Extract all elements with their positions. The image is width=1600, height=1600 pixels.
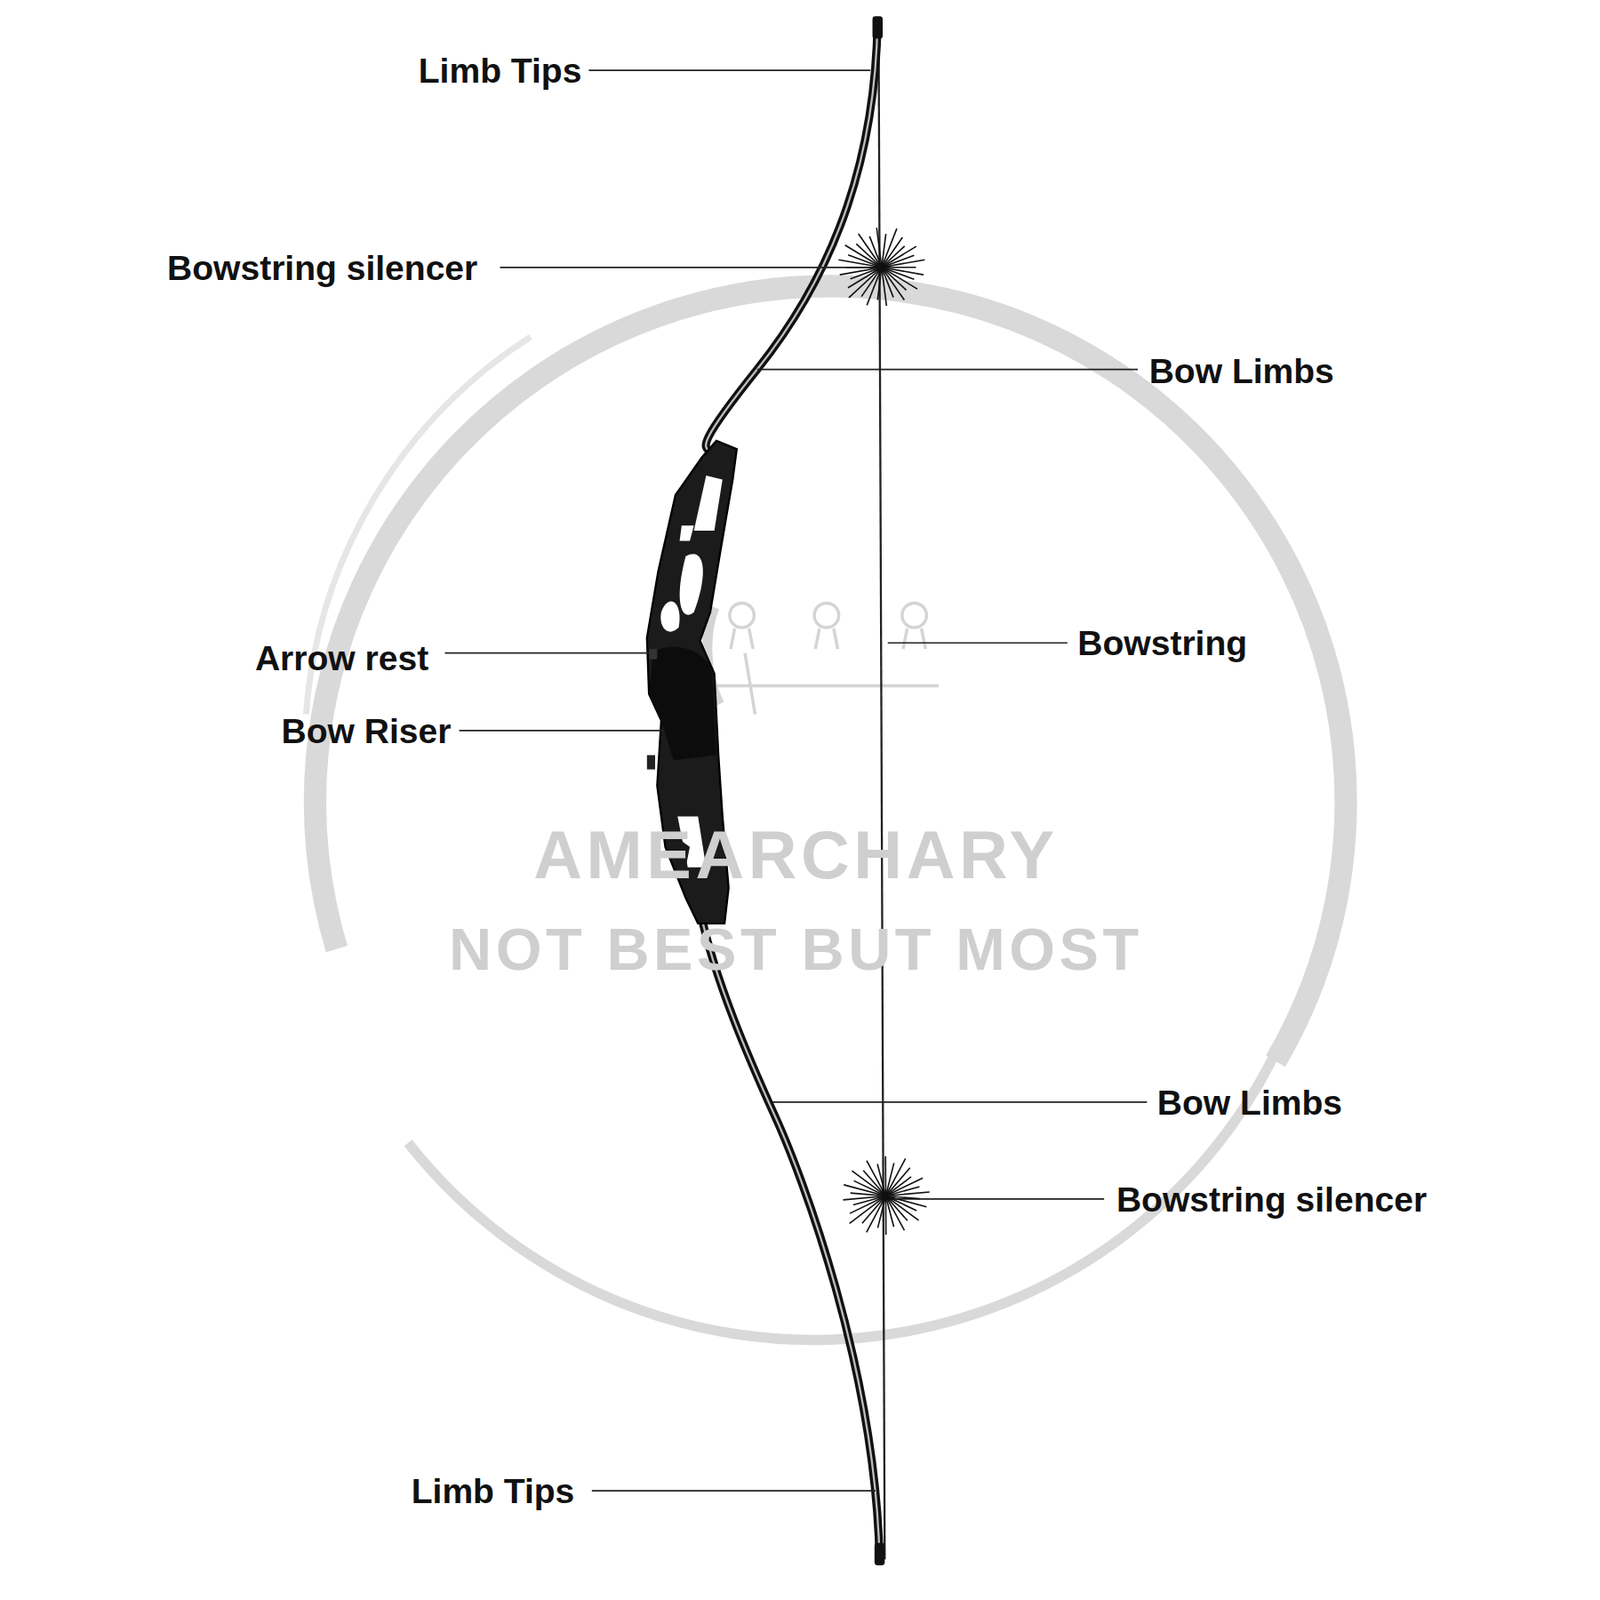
leader-line	[888, 641, 1068, 644]
lower-limb	[700, 910, 880, 1561]
watermark-icon	[707, 602, 940, 714]
part-label: Limb Tips	[411, 1473, 576, 1509]
bow-limbs	[700, 16, 886, 1566]
lower-limb-edge	[700, 910, 880, 1561]
leader-line	[500, 266, 880, 269]
silencer-fiber	[885, 1195, 904, 1231]
upper-limb	[705, 20, 878, 462]
ring-arc	[315, 286, 1346, 1062]
target-stand	[730, 628, 926, 649]
part-label: Bow Limbs	[1157, 1084, 1343, 1120]
watermark: AMEARCHARY	[533, 821, 1058, 889]
part-label: Limb Tips	[418, 53, 583, 88]
silencer-fiber	[885, 1195, 888, 1235]
silencer-fiber	[884, 1156, 887, 1197]
arrow-rest	[648, 648, 657, 659]
watermark: NOT BEST BUT MOST	[448, 919, 1144, 979]
part-label: Arrow rest	[255, 640, 429, 676]
leader-lines	[445, 70, 1148, 1491]
silencer-fiber	[877, 1164, 886, 1197]
silencer-fiber	[885, 1195, 894, 1227]
part-label: Bow Riser	[281, 712, 452, 748]
silencer-fiber	[881, 267, 887, 306]
leader-line	[592, 1489, 876, 1492]
silencer-fiber	[856, 243, 882, 267]
leader-line	[772, 1101, 1147, 1104]
riser-bushing	[647, 755, 656, 770]
leader-line	[588, 69, 871, 72]
silencer-fiber	[849, 1195, 887, 1224]
silencer-fiber	[885, 1192, 929, 1197]
silencer-fiber	[876, 227, 882, 268]
part-label: Bowstring silencer	[167, 249, 478, 285]
riser-cutout	[694, 475, 723, 531]
silencer-fiber	[881, 255, 914, 268]
silencer-fiber	[881, 259, 926, 268]
target-icon	[902, 602, 928, 628]
silencer-fiber	[862, 1195, 887, 1224]
part-label: Bowstring silencer	[1116, 1181, 1427, 1216]
leader-line	[459, 729, 664, 732]
part-label: Bow Limbs	[1149, 352, 1335, 388]
limb-tip	[872, 16, 883, 39]
upper-limb-edge	[705, 20, 878, 462]
target-icon	[729, 602, 755, 628]
riser-cutout	[680, 553, 704, 616]
target-icon	[814, 602, 840, 628]
silencer-fiber	[843, 1195, 887, 1200]
leader-line	[888, 1198, 1104, 1200]
bowstring-silencers	[838, 227, 929, 1235]
part-label: Bowstring	[1077, 625, 1248, 661]
silencer-fiber	[850, 267, 882, 280]
leader-line	[757, 368, 1138, 371]
bowstring-silencer	[843, 1156, 930, 1235]
riser-cutout	[680, 525, 695, 541]
leader-line	[445, 652, 650, 655]
silencer-fiber	[840, 267, 882, 275]
silencer-fiber	[881, 267, 918, 289]
silencer-fiber	[866, 1160, 887, 1197]
ground-line	[714, 653, 940, 715]
riser-grip	[648, 647, 717, 760]
riser-cutout	[660, 601, 680, 632]
limb-tip	[874, 1543, 885, 1566]
bowstring-silencer	[838, 227, 925, 306]
silencer-fiber	[885, 1168, 910, 1197]
silencer-fiber	[845, 245, 882, 268]
